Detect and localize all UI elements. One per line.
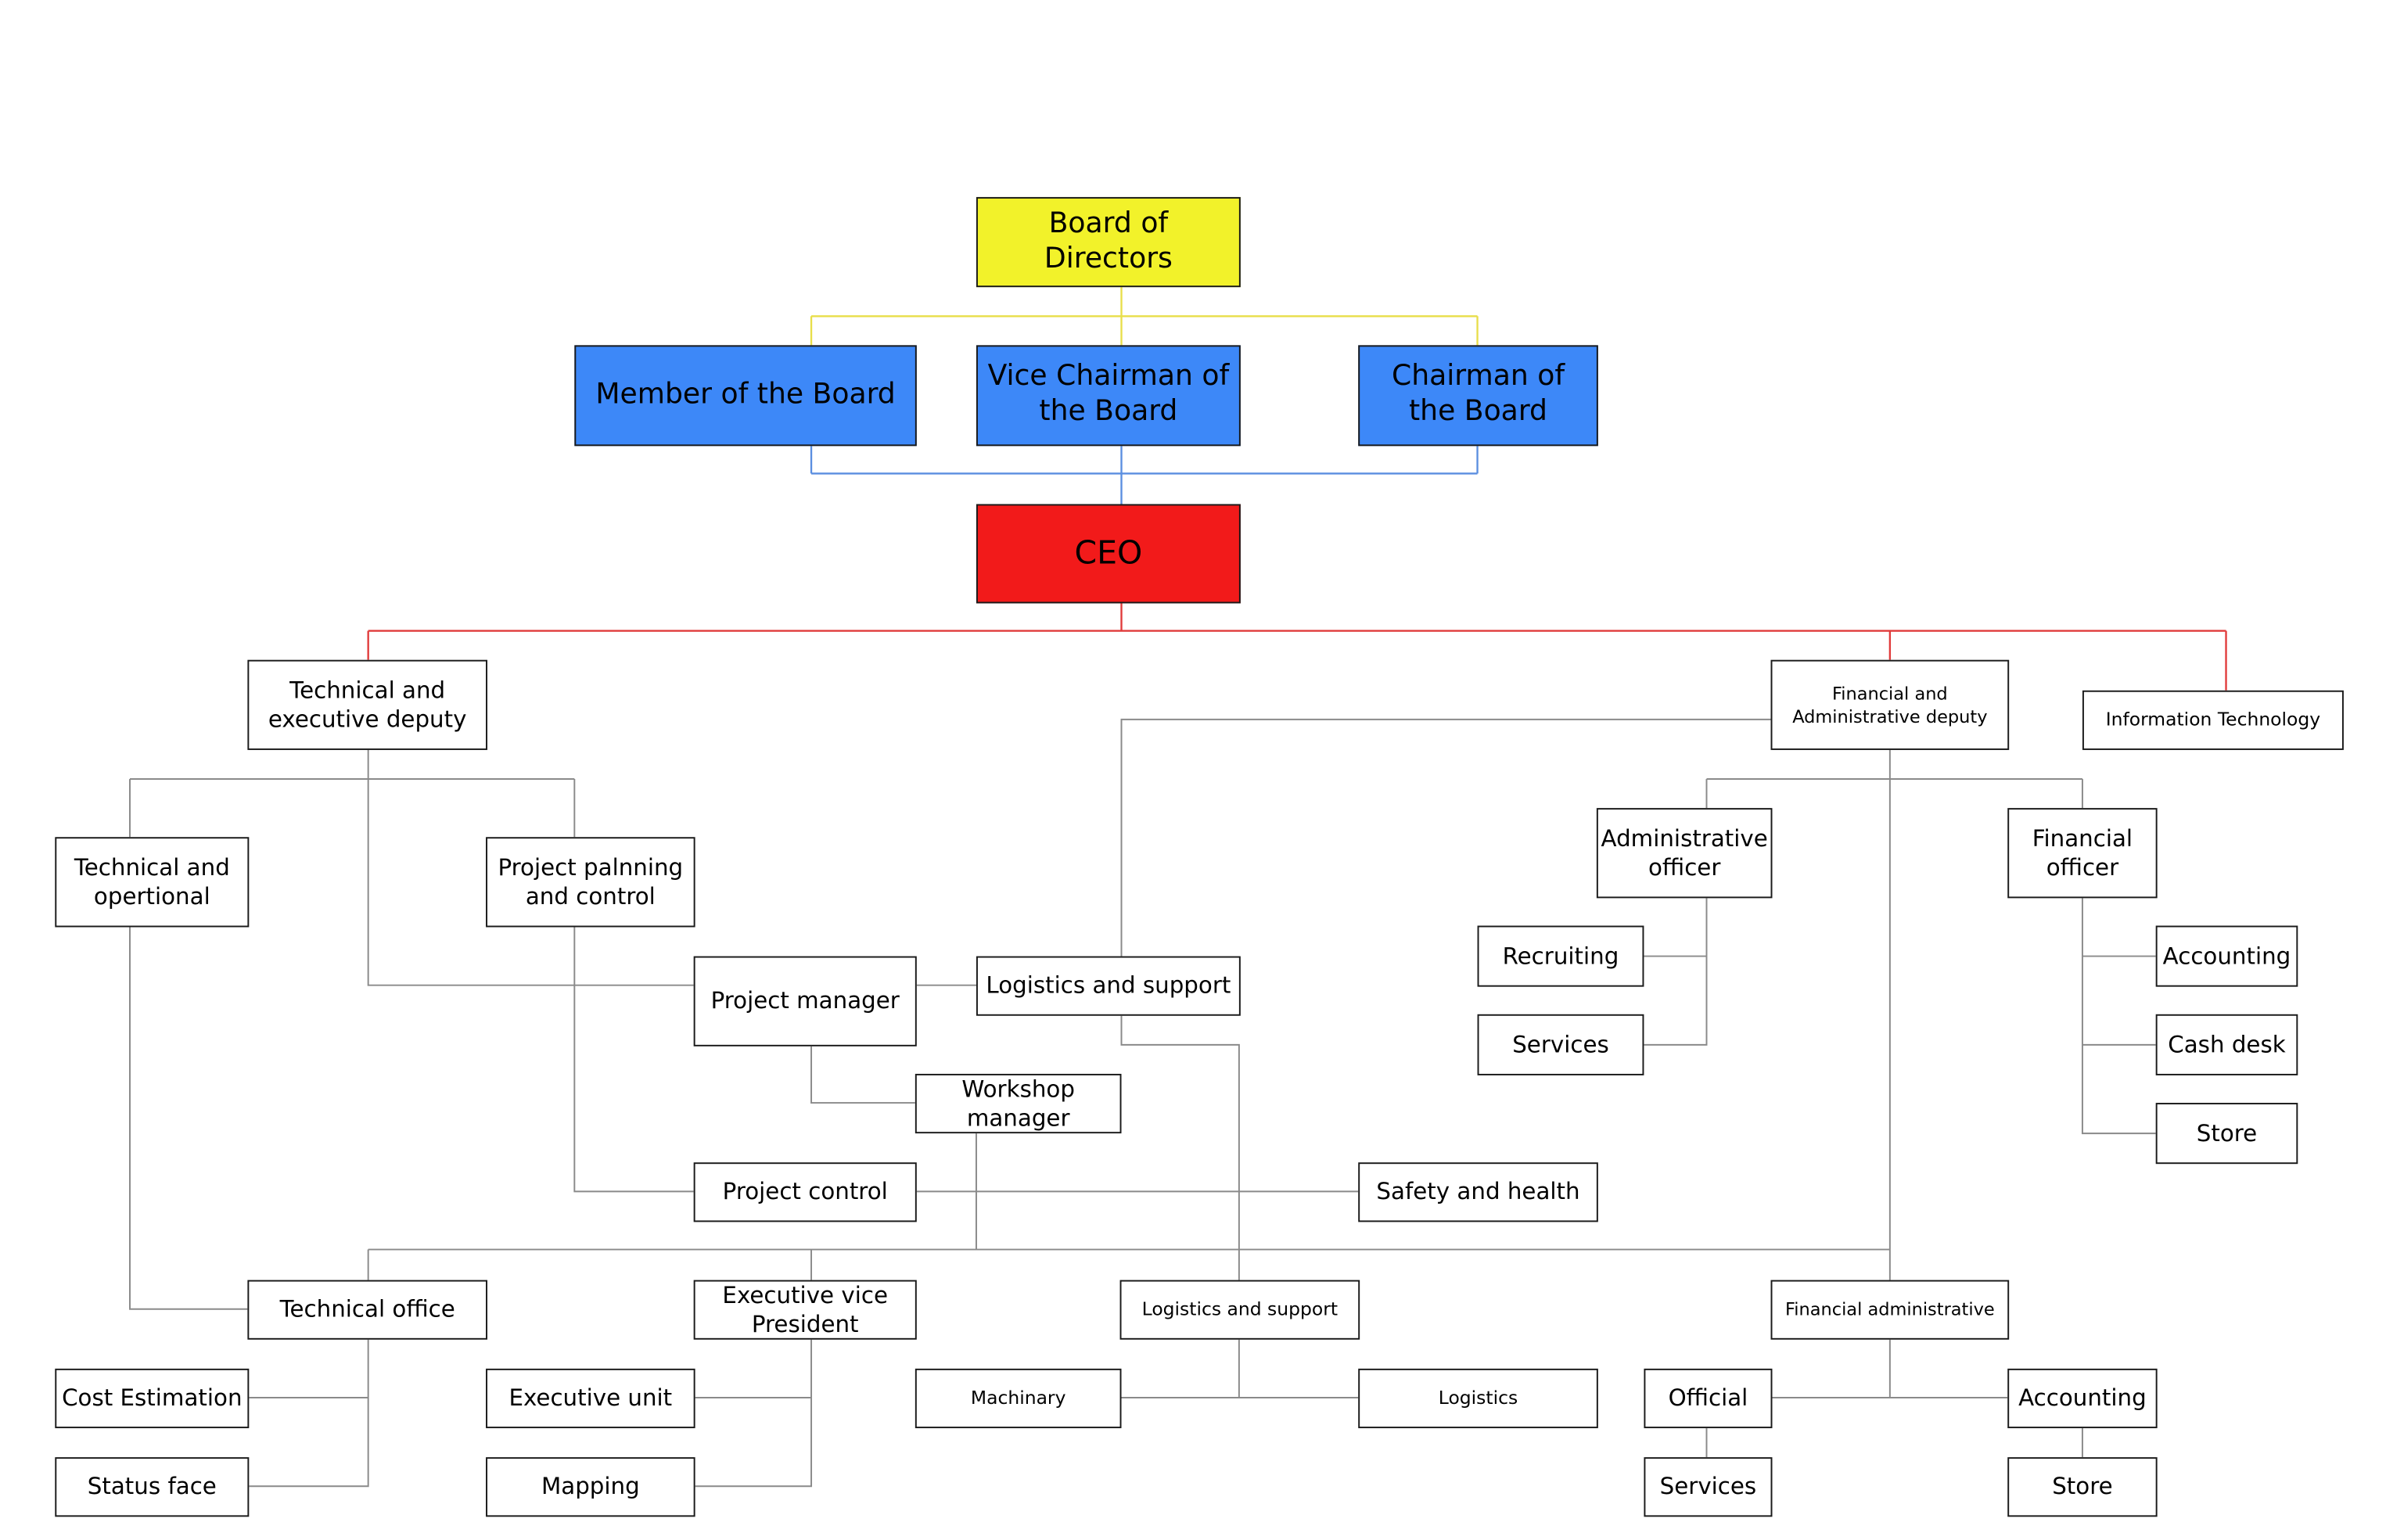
node-status-face: Status face [55,1457,250,1517]
connector-line [129,927,248,1310]
node-mapping: Mapping [486,1457,695,1517]
node-machinary: Machinary [915,1368,1122,1429]
node-ceo: CEO [976,504,1241,604]
connector-line [695,1339,813,1488]
node-executive-unit: Executive unit [486,1368,695,1429]
connector-line [810,1046,915,1104]
connector-line [367,749,694,986]
node-chairman: Chairman of the Board [1358,345,1598,447]
node-services-admin: Services [1477,1014,1644,1075]
node-vice-chairman: Vice Chairman of the Board [976,345,1241,447]
node-services-bottom: Services [1644,1457,1773,1517]
node-technical-executive-deputy: Technical and executive deputy [247,659,488,750]
node-safety-and-health: Safety and health [1358,1162,1598,1222]
connector-line [1120,718,1771,957]
node-financial-administrative: Financial administrative [1770,1280,2010,1340]
connector-line [2081,898,2156,1135]
node-project-planning-control: Project palnning and control [486,837,695,928]
node-workshop-manager: Workshop manager [915,1073,1122,1134]
node-logistics-support-top: Logistics and support [976,956,1241,1016]
node-member-of-the-board: Member of the Board [574,345,917,447]
node-accounting-bottom: Accounting [2007,1368,2158,1429]
connector-line [1644,898,1708,1046]
node-store-bottom: Store [2007,1457,2158,1517]
node-project-control: Project control [693,1162,917,1222]
connector-line [249,1339,369,1488]
node-information-technology: Information Technology [2082,690,2344,750]
node-recruiting: Recruiting [1477,925,1644,987]
node-store-financial: Store [2155,1103,2298,1165]
node-accounting-financial: Accounting [2155,925,2298,987]
node-logistics-support-bottom: Logistics and support [1119,1280,1360,1340]
node-project-manager: Project manager [693,956,917,1046]
connector-line [1120,1015,1240,1280]
node-cost-estimation: Cost Estimation [55,1368,250,1429]
connector-line [573,927,694,1193]
node-technical-office: Technical office [247,1280,488,1340]
node-cash-desk: Cash desk [2155,1014,2298,1075]
node-administrative-officer: Administrative officer [1596,808,1773,899]
node-board-of-directors: Board of Directors [976,196,1241,288]
node-technical-operational: Technical and opertional [55,837,250,928]
node-logistics: Logistics [1358,1368,1598,1429]
node-financial-administrative-deputy: Financial and Administrative deputy [1770,659,2010,750]
node-official: Official [1644,1368,1773,1429]
node-financial-officer: Financial officer [2007,808,2158,899]
node-executive-vice-president: Executive vice President [693,1280,917,1340]
